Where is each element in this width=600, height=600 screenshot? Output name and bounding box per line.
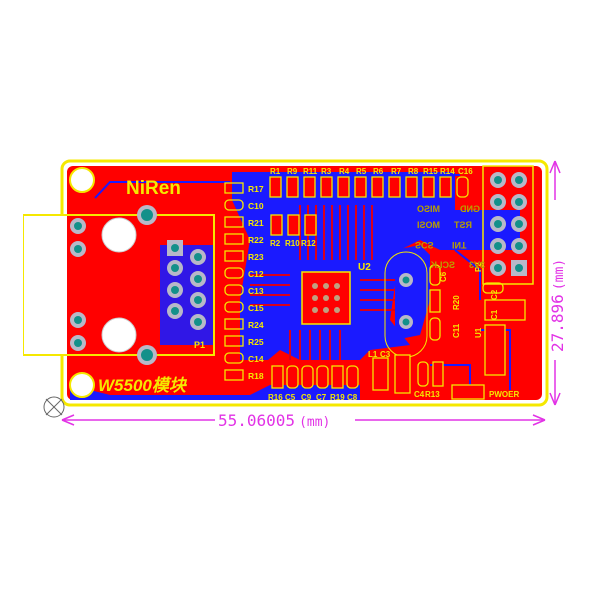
svg-text:R3: R3	[321, 167, 332, 176]
svg-text:SCS: SCS	[415, 240, 434, 250]
svg-text:R25: R25	[248, 337, 264, 347]
svg-text:R2: R2	[270, 239, 281, 248]
svg-text:R8: R8	[408, 167, 419, 176]
svg-text:3V3: 3V3	[469, 260, 485, 270]
left-column-footprints	[224, 182, 244, 381]
svg-text:R11: R11	[303, 167, 318, 176]
right-parts-footprints	[372, 264, 526, 400]
svg-text:C11: C11	[452, 323, 461, 338]
svg-text:R21: R21	[248, 218, 264, 228]
svg-text:SCLK: SCLK	[430, 260, 455, 270]
svg-text:RST: RST	[453, 220, 472, 230]
svg-text:C8: C8	[347, 393, 358, 402]
svg-text:R17: R17	[248, 184, 264, 194]
module-label: W5500模块	[98, 376, 188, 395]
pin-header-pads	[490, 172, 527, 276]
svg-text:PWOER: PWOER	[489, 390, 519, 399]
svg-text:MISO: MISO	[417, 204, 440, 214]
svg-text:C10: C10	[248, 201, 264, 211]
origin-marker-icon	[43, 396, 65, 418]
bottom-copper-region-3	[70, 385, 360, 400]
svg-text:C15: C15	[248, 303, 264, 313]
top-row-footprints	[269, 176, 469, 198]
right-parts-labels: C6 R20 C11 C2 C1 L1 C3 C4 R13 U1 P2 PWOE…	[368, 262, 519, 399]
svg-text:R12: R12	[301, 239, 316, 248]
bottom-copper-region-2	[160, 245, 215, 345]
svg-text:R23: R23	[248, 252, 264, 262]
signal-traces	[250, 205, 395, 360]
rj45-mount-hole-top	[101, 217, 137, 253]
svg-text:R13: R13	[425, 390, 440, 399]
svg-text:C12: C12	[248, 269, 264, 279]
bottom-silk-labels: MISO GND MOSI RST SCS INT SCLK 3V3	[415, 204, 485, 270]
bottom-row-footprints	[271, 365, 359, 389]
svg-text:C16: C16	[458, 167, 473, 176]
mount-hole-bottom-left	[69, 372, 95, 398]
svg-text:C9: C9	[301, 393, 312, 402]
svg-text:GND: GND	[460, 204, 481, 214]
bottom-traces	[94, 174, 511, 390]
svg-text:C2: C2	[490, 289, 499, 300]
svg-text:C1: C1	[490, 309, 499, 320]
svg-text:R20: R20	[452, 295, 461, 310]
svg-text:R7: R7	[391, 167, 402, 176]
svg-text:C7: C7	[316, 393, 327, 402]
height-dimension	[549, 160, 561, 406]
p1-label: P1	[194, 340, 205, 350]
svg-text:R19: R19	[330, 393, 345, 402]
svg-text:MOSI: MOSI	[417, 220, 440, 230]
crystal-pad-2-center	[402, 318, 410, 326]
svg-text:INT: INT	[452, 240, 467, 250]
rj45-mount-hole-bottom	[101, 317, 137, 353]
svg-text:R16: R16	[268, 393, 283, 402]
svg-text:C5: C5	[285, 393, 296, 402]
rj45-shield-pads	[70, 205, 157, 365]
svg-text:R5: R5	[356, 167, 367, 176]
svg-text:C14: C14	[248, 354, 264, 364]
bottom-row-labels: R16 C5 C9 C7 R19 C8	[268, 393, 358, 402]
top-row-labels: R1 R9 R11 R3 R4 R5 R6 R7 R8 R15 R14 C16	[270, 167, 473, 176]
svg-text:R18: R18	[248, 371, 264, 381]
svg-text:R15: R15	[423, 167, 438, 176]
height-dimension-value: 27.896(mm)	[548, 259, 567, 352]
width-dimension	[61, 414, 546, 426]
svg-text:P2: P2	[474, 262, 483, 272]
svg-text:R22: R22	[248, 235, 264, 245]
svg-text:C6: C6	[439, 271, 448, 282]
middle-row-labels: R2 R10 R12	[270, 239, 316, 248]
svg-text:R4: R4	[339, 167, 350, 176]
svg-text:R24: R24	[248, 320, 264, 330]
svg-text:C3: C3	[380, 350, 391, 359]
svg-text:L1: L1	[368, 350, 378, 359]
brand-logo: NiRen	[126, 178, 181, 199]
width-dimension-value: 55.06005(mm)	[218, 411, 330, 430]
svg-text:C13: C13	[248, 286, 264, 296]
crystal-pad-1-center	[402, 276, 410, 284]
u2-thermal-vias	[312, 283, 340, 313]
svg-text:R14: R14	[440, 167, 455, 176]
rj45-overhang	[24, 216, 64, 354]
svg-text:R6: R6	[373, 167, 384, 176]
svg-text:R1: R1	[270, 167, 281, 176]
svg-text:U1: U1	[474, 327, 483, 338]
pin-header-outline	[482, 165, 534, 285]
mount-hole-top-left	[69, 167, 95, 193]
svg-text:C4: C4	[414, 390, 425, 399]
svg-text:R9: R9	[287, 167, 298, 176]
u2-label: U2	[358, 262, 371, 273]
rj45-signal-pads	[167, 240, 206, 330]
middle-row-footprints	[270, 214, 317, 236]
left-column-labels: R17 C10 R21 R22 R23 C12 C13 C15 R24 R25 …	[248, 184, 264, 381]
svg-text:R10: R10	[285, 239, 300, 248]
